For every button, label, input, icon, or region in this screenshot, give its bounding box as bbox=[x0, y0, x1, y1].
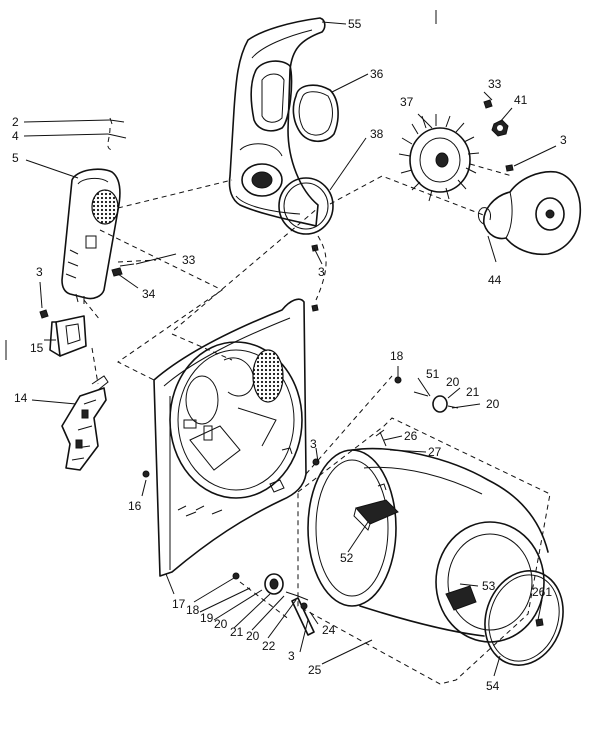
callout-41: 41 bbox=[514, 93, 528, 107]
callout-17: 17 bbox=[172, 597, 186, 611]
callout-14: 14 bbox=[14, 391, 28, 405]
part-15-bracket bbox=[49, 315, 87, 357]
callout-5: 5 bbox=[12, 151, 19, 165]
callout-15: 15 bbox=[30, 341, 44, 355]
part-37-blower-wheel bbox=[398, 114, 480, 202]
callout-18-bottom: 18 bbox=[186, 603, 200, 617]
callout-261: 261 bbox=[532, 585, 552, 599]
callout-20-top: 20 bbox=[446, 375, 460, 389]
bulkhead-panel bbox=[153, 298, 307, 577]
part-38-ring-seal bbox=[278, 177, 334, 235]
callout-51: 51 bbox=[426, 367, 440, 381]
callout-53: 53 bbox=[482, 579, 496, 593]
callout-36: 36 bbox=[370, 67, 384, 81]
callout-21-bottom: 21 bbox=[230, 625, 244, 639]
callout-54: 54 bbox=[486, 679, 500, 693]
part-5-exhaust-duct bbox=[61, 168, 121, 304]
callout-52: 52 bbox=[340, 551, 354, 565]
callout-22: 22 bbox=[262, 639, 276, 653]
callout-leader-lines bbox=[23, 21, 557, 677]
callout-21-top: 21 bbox=[466, 385, 480, 399]
callout-20-bottom-a: 20 bbox=[214, 617, 228, 631]
hardware-screws bbox=[39, 99, 544, 636]
callout-26: 26 bbox=[404, 429, 418, 443]
callout-24: 24 bbox=[322, 623, 336, 637]
part-36-upper-gasket bbox=[292, 84, 339, 143]
callout-37: 37 bbox=[400, 95, 414, 109]
drum-assembly bbox=[297, 417, 551, 685]
callout-3-top-right: 3 bbox=[560, 133, 567, 147]
callout-18-top: 18 bbox=[390, 349, 404, 363]
callout-4: 4 bbox=[12, 129, 19, 143]
callout-44: 44 bbox=[488, 273, 502, 287]
callout-3-left: 3 bbox=[36, 265, 43, 279]
callout-38: 38 bbox=[370, 127, 384, 141]
callout-19: 19 bbox=[200, 611, 214, 625]
part-54-front-seal-ring bbox=[484, 570, 564, 666]
callout-34: 34 bbox=[142, 287, 156, 301]
callout-16: 16 bbox=[128, 499, 142, 513]
part-44-blower-housing-cover bbox=[477, 170, 582, 256]
callout-33-left: 33 bbox=[182, 253, 196, 267]
callout-25: 25 bbox=[308, 663, 322, 677]
callout-2: 2 bbox=[12, 115, 19, 129]
callout-3-center: 3 bbox=[318, 265, 325, 279]
callout-20-right: 20 bbox=[486, 397, 500, 411]
callout-3-bottom: 3 bbox=[288, 649, 295, 663]
callout-33-top: 33 bbox=[488, 77, 502, 91]
part-14-thermostat-assembly bbox=[61, 375, 109, 471]
callout-3-mid: 3 bbox=[310, 437, 317, 451]
part-55-blower-housing bbox=[228, 17, 326, 227]
assembly-dashed-lines bbox=[83, 127, 513, 621]
callout-55: 55 bbox=[348, 17, 362, 31]
callout-27: 27 bbox=[428, 445, 442, 459]
callout-20-bottom-b: 20 bbox=[246, 629, 260, 643]
callout-labels: 55 36 37 33 41 3 38 44 3 2 4 5 33 3 34 1… bbox=[12, 17, 567, 693]
